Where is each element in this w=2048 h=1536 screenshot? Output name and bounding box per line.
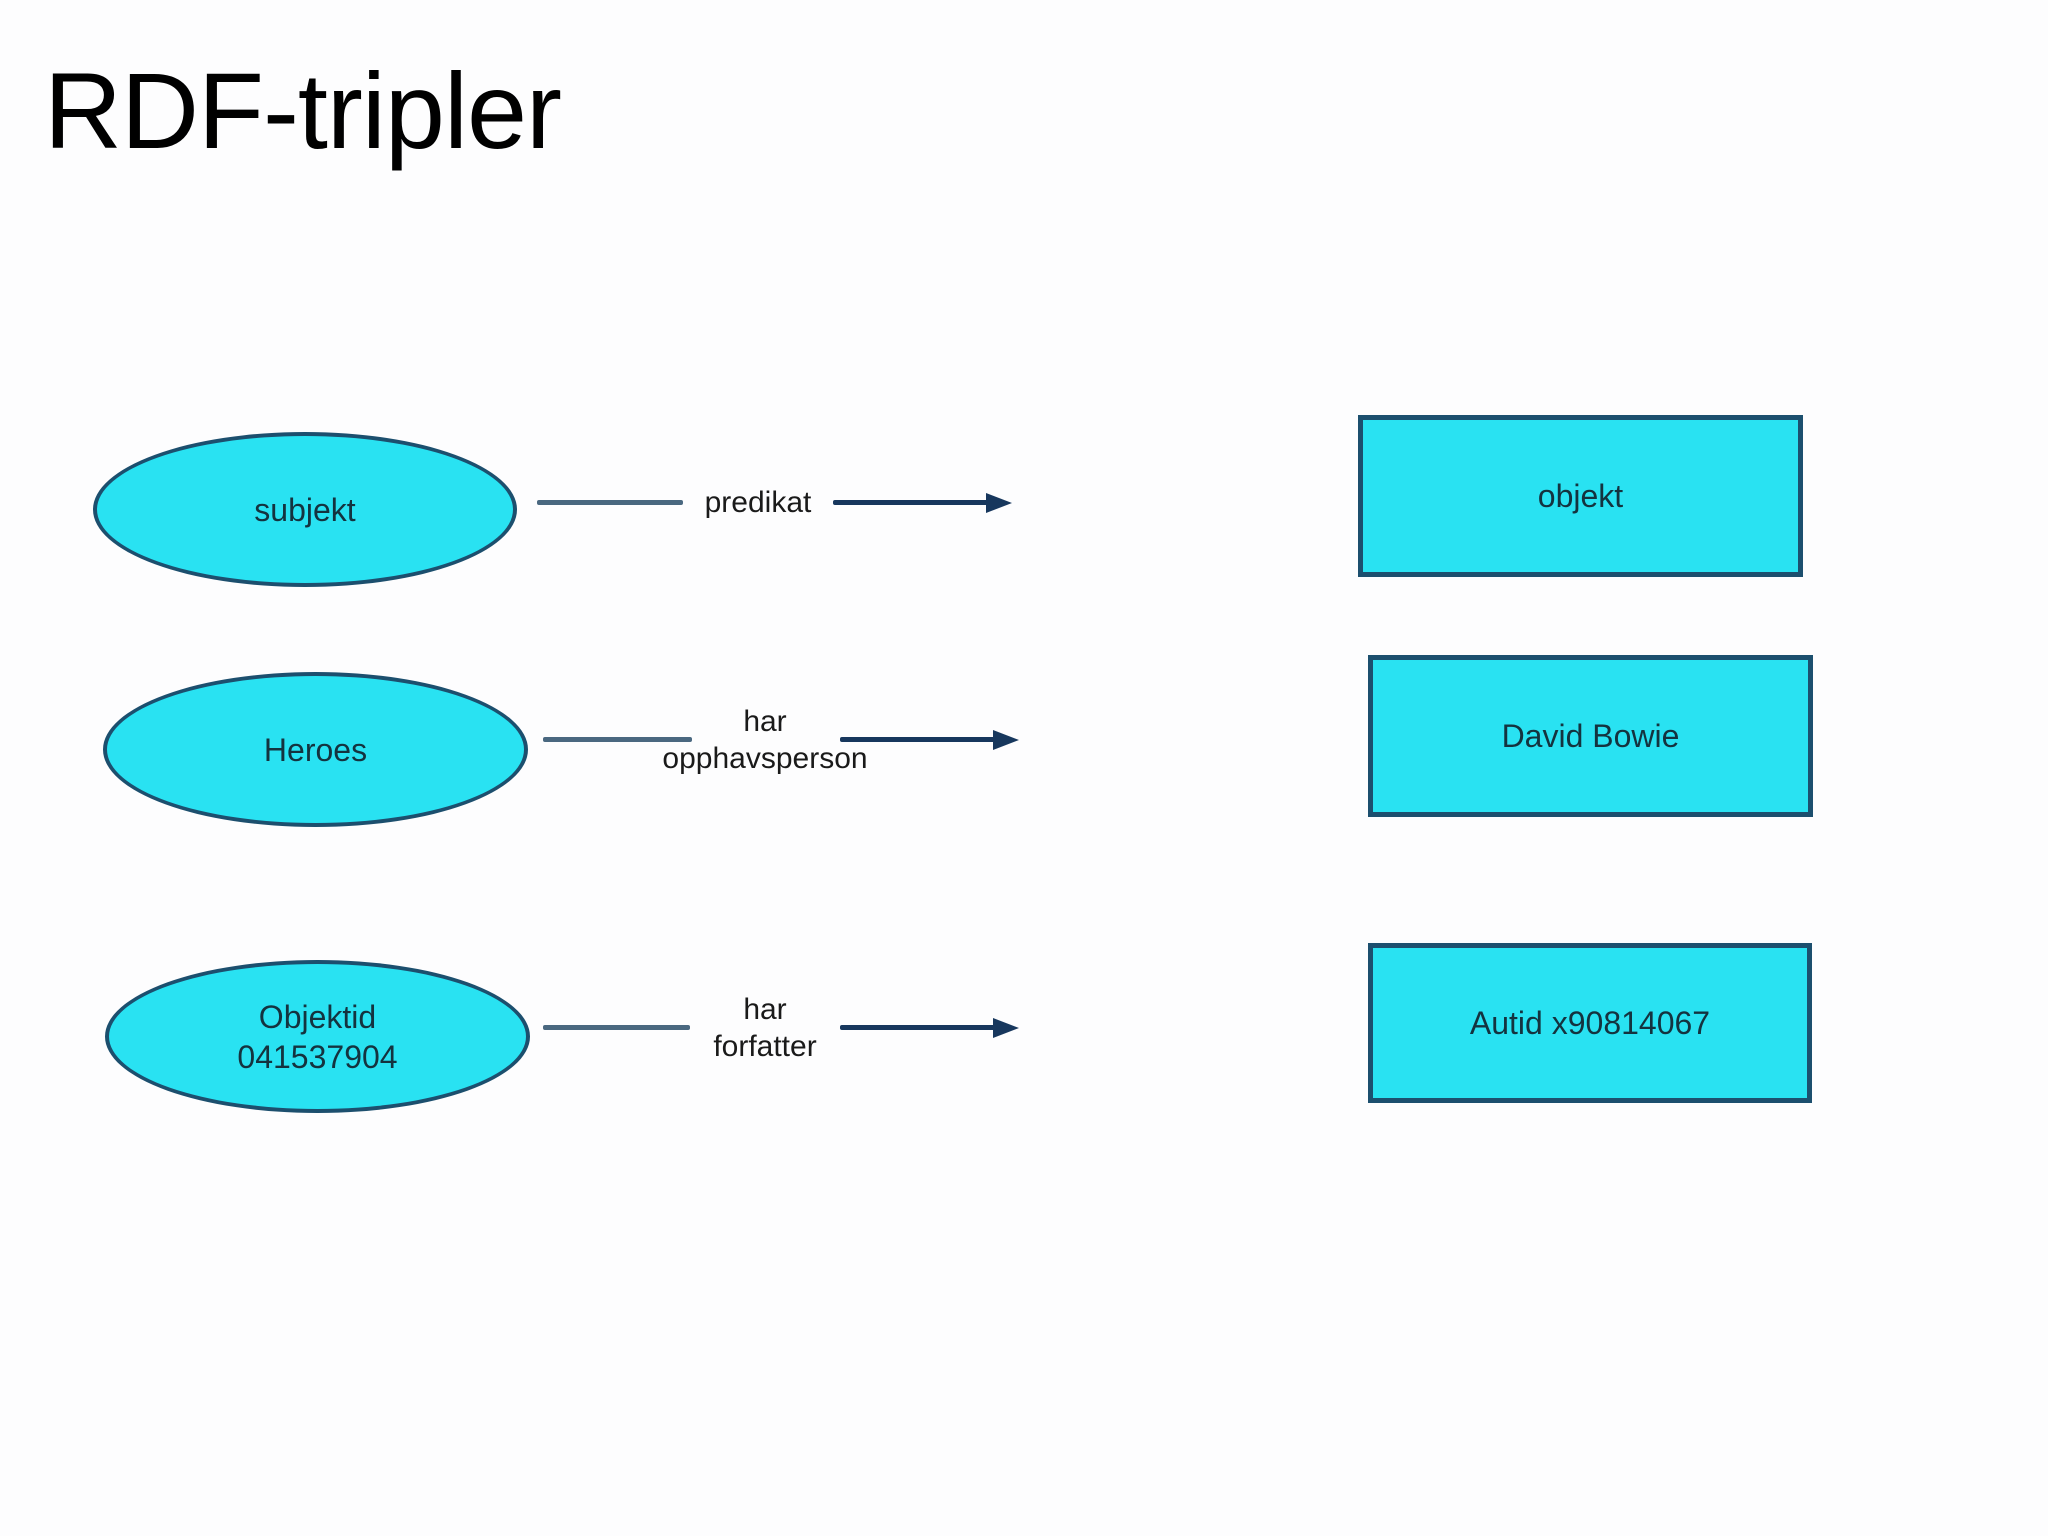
arrow-line — [840, 1025, 995, 1030]
subject-ellipse: Objektid 041537904 — [105, 960, 530, 1113]
connector-line — [543, 1025, 690, 1030]
subject-ellipse: subjekt — [93, 432, 517, 587]
subject-label: Heroes — [263, 731, 368, 768]
arrowhead-icon — [993, 730, 1019, 750]
subject-label: subjekt — [254, 491, 356, 528]
object-rect: David Bowie — [1368, 655, 1813, 817]
object-label: David Bowie — [1501, 718, 1680, 754]
arrowhead-icon — [993, 1018, 1019, 1038]
predicate-label: har opphavsperson — [662, 704, 868, 776]
object-label: Autid x90814067 — [1469, 1005, 1711, 1041]
subject-ellipse: Heroes — [103, 672, 528, 827]
object-label: objekt — [1537, 478, 1624, 514]
object-rect: objekt — [1358, 415, 1803, 577]
arrowhead-icon — [986, 493, 1012, 513]
arrow-line — [833, 500, 990, 505]
page-title: RDF-tripler — [44, 50, 562, 171]
predicate-label: har forfatter — [713, 992, 817, 1064]
object-rect: Autid x90814067 — [1368, 943, 1812, 1103]
predicate-label: predikat — [704, 486, 812, 520]
connector-line — [543, 737, 692, 742]
connector-line — [537, 500, 683, 505]
subject-label: Objektid 041537904 — [237, 998, 398, 1075]
arrow-line — [840, 737, 995, 742]
